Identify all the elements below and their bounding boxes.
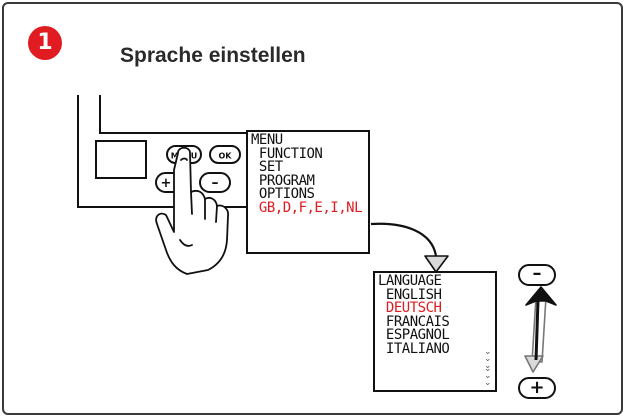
- language-lcd-screen: LANGUAGE ENGLISH DEUTSCH FRANCAIS ESPAGN…: [373, 271, 497, 392]
- menu-row[interactable]: OPTIONS: [251, 186, 315, 203]
- menu-row[interactable]: PROGRAM: [251, 172, 315, 189]
- scroll-down-indicator-icon: ⌄⌄⌄: [484, 364, 492, 388]
- menu-row-language-selected[interactable]: GB,D,F,E,I,NL: [251, 199, 363, 216]
- device-panel-rect: [95, 140, 147, 179]
- menu-row: MENU: [251, 132, 283, 148]
- ok-button[interactable]: OK: [209, 145, 241, 164]
- ok-button-label: OK: [219, 152, 233, 161]
- device-minus-button[interactable]: –: [199, 172, 231, 193]
- step-number-badge: 1: [28, 26, 62, 60]
- plus-button[interactable]: +: [518, 377, 556, 399]
- language-row[interactable]: ESPAGNOL: [378, 327, 450, 344]
- language-row-selected[interactable]: DEUTSCH: [378, 300, 442, 317]
- curved-arrow-icon: [370, 222, 449, 273]
- language-row[interactable]: ENGLISH: [378, 286, 442, 303]
- up-down-arrow-icon: [524, 286, 557, 373]
- menu-row[interactable]: FUNCTION: [251, 145, 323, 162]
- language-row-title: LANGUAGE: [378, 273, 442, 289]
- page-title: Sprache einstellen: [120, 44, 306, 67]
- minus-button[interactable]: –: [518, 264, 556, 286]
- scroll-down-indicator-icon: ⌄⌄⌄: [484, 347, 492, 371]
- hand-pointing-icon: [155, 146, 229, 275]
- device-display-window: [99, 95, 246, 134]
- menu-row[interactable]: SET: [251, 159, 283, 176]
- device-minus-label: –: [212, 175, 219, 191]
- language-row[interactable]: FRANCAIS: [378, 313, 450, 330]
- language-row[interactable]: ITALIANO: [378, 340, 450, 357]
- menu-lcd-screen: MENU FUNCTION SET PROGRAM OPTIONS GB,D,F…: [246, 130, 370, 254]
- device-plus-label: +: [161, 176, 172, 191]
